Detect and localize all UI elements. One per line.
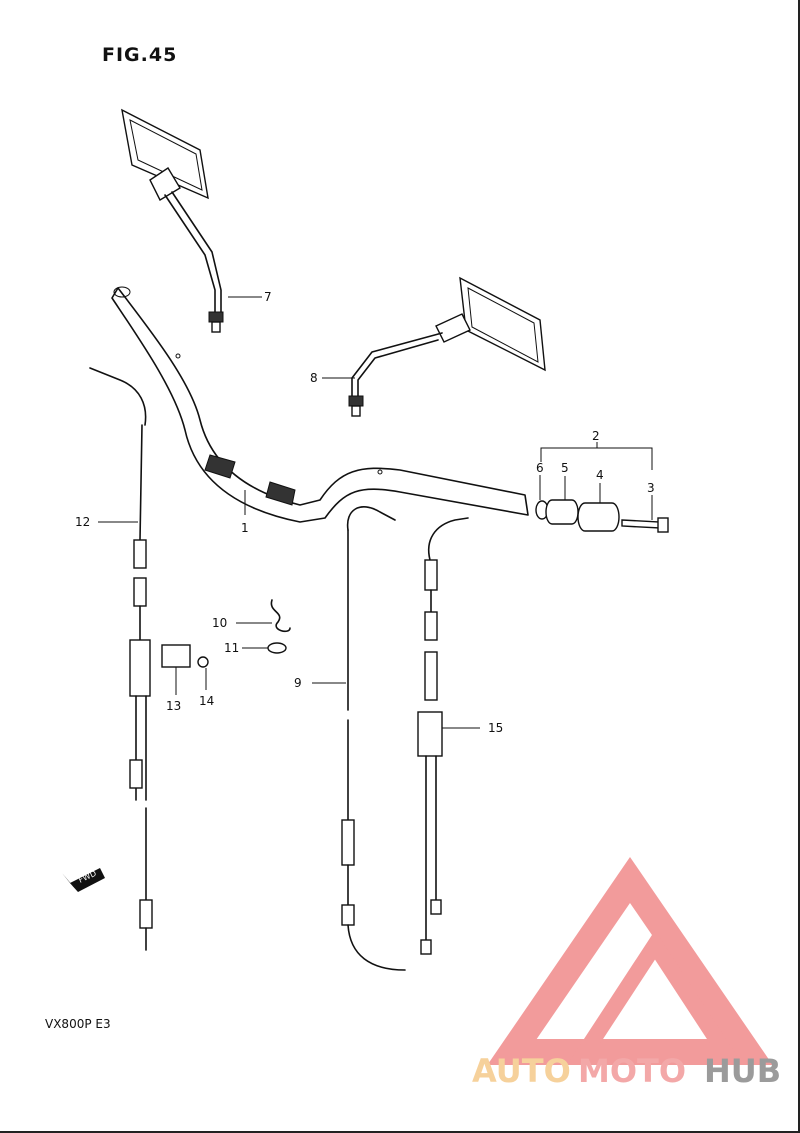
callout-10: 10 bbox=[212, 616, 227, 630]
callout-1: 1 bbox=[241, 521, 249, 535]
watermark-auto: AUTO bbox=[472, 1052, 571, 1090]
watermark-moto: MOTO bbox=[578, 1052, 686, 1090]
cable-clamp-13[interactable] bbox=[161, 644, 191, 668]
callout-numbers: 7 8 1 2 6 5 4 3 12 10 11 13 14 9 15 bbox=[75, 290, 655, 735]
callout-5: 5 bbox=[561, 461, 569, 475]
spring-clip-10[interactable] bbox=[270, 599, 291, 633]
callout-15: 15 bbox=[488, 721, 503, 735]
watermark-hub: HUB bbox=[704, 1052, 781, 1090]
callout-7: 7 bbox=[264, 290, 272, 304]
weight-4 bbox=[577, 502, 620, 532]
callout-14: 14 bbox=[199, 694, 214, 708]
mirror-left[interactable] bbox=[121, 108, 224, 333]
callout-2: 2 bbox=[592, 429, 600, 443]
throttle-cable-15[interactable] bbox=[417, 517, 469, 955]
screw-14[interactable] bbox=[197, 656, 209, 668]
spacer-5 bbox=[545, 499, 579, 525]
watermark-logo bbox=[487, 857, 773, 1065]
callout-11: 11 bbox=[224, 641, 239, 655]
throttle-cable-9[interactable] bbox=[341, 506, 406, 971]
callout-6: 6 bbox=[536, 461, 544, 475]
mirror-right[interactable] bbox=[348, 276, 546, 417]
bar-end-weight-set[interactable] bbox=[535, 442, 669, 533]
handlebar[interactable] bbox=[111, 286, 529, 523]
knurled-grip-zone bbox=[204, 454, 296, 506]
model-code: VX800P E3 bbox=[45, 1017, 111, 1031]
bolt-3 bbox=[621, 519, 661, 529]
callout-9: 9 bbox=[294, 676, 302, 690]
callout-8: 8 bbox=[310, 371, 318, 385]
callout-12: 12 bbox=[75, 515, 90, 529]
leader-lines bbox=[98, 296, 653, 729]
clutch-cable[interactable] bbox=[89, 367, 153, 951]
figure-title: FIG.45 bbox=[102, 44, 178, 66]
callout-3: 3 bbox=[647, 481, 655, 495]
grommet-11[interactable] bbox=[267, 642, 287, 654]
forward-arrow: FWD bbox=[62, 868, 105, 892]
callout-4: 4 bbox=[596, 468, 604, 482]
watermark: AUTO MOTO HUB bbox=[472, 857, 781, 1090]
callout-13: 13 bbox=[166, 699, 181, 713]
